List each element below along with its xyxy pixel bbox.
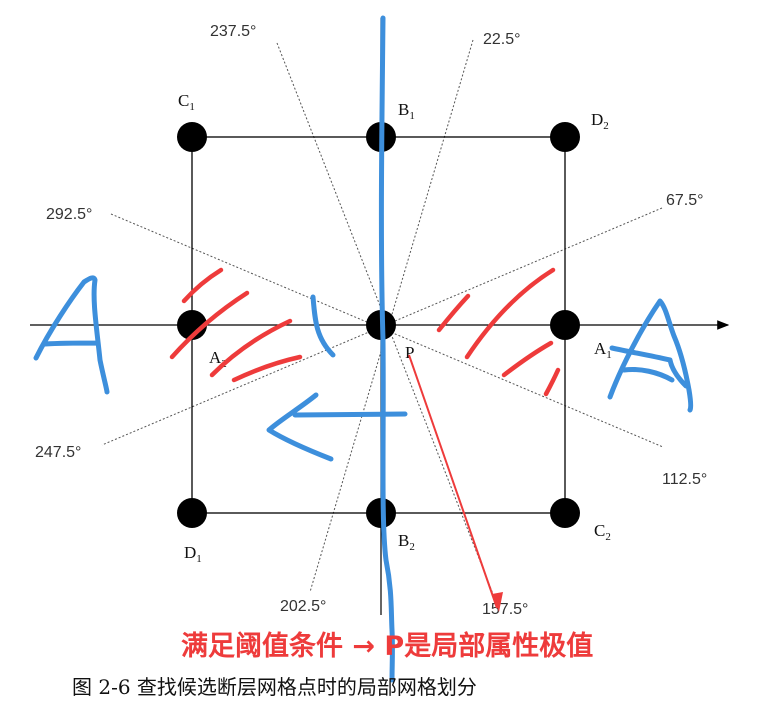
- angle-label-237: 237.5°: [210, 23, 256, 40]
- angle-label-67: 67.5°: [666, 192, 704, 209]
- red-hatch-right-1: [436, 293, 471, 333]
- red-hatch-right-2: [464, 267, 556, 360]
- point-d2: [550, 122, 580, 152]
- red-hatch-left-1: [181, 267, 224, 304]
- blue-letter-a-left: [33, 275, 110, 395]
- label-d2: D2: [591, 110, 609, 132]
- angle-label-202: 202.5°: [280, 598, 326, 615]
- label-p: P: [405, 343, 414, 362]
- red-hatch-left-4: [231, 354, 303, 383]
- label-a1: A1: [594, 339, 612, 361]
- blue-vertical-stroke: [378, 15, 395, 683]
- blue-small-bracket: [310, 294, 336, 358]
- angle-label-292: 292.5°: [46, 206, 92, 223]
- red-hatch-marks: [169, 267, 561, 397]
- blue-marker-strokes: [33, 15, 694, 683]
- direction-line-157-237: [276, 42, 494, 595]
- blue-letter-a-right: [607, 298, 694, 413]
- figure-caption: 图 2-6 查找候选断层网格点时的局部网格划分: [72, 675, 477, 699]
- point-d1: [177, 498, 207, 528]
- red-arrow-shaft: [408, 354, 498, 609]
- label-c2: C2: [594, 521, 611, 543]
- red-hatch-left-2: [169, 290, 250, 360]
- label-b2: B2: [398, 531, 415, 553]
- angle-label-247: 247.5°: [35, 444, 81, 461]
- point-a2: [177, 310, 207, 340]
- red-hatch-left-3: [209, 318, 293, 378]
- label-b1: B1: [398, 100, 415, 122]
- label-d1: D1: [184, 543, 202, 565]
- blue-left-arrow-shaft: [292, 411, 408, 418]
- blue-left-arrow-head: [266, 392, 334, 462]
- point-c1: [177, 122, 207, 152]
- red-hatch-right-3: [501, 340, 554, 378]
- point-c2: [550, 498, 580, 528]
- angle-label-22: 22.5°: [483, 31, 521, 48]
- angle-label-112: 112.5°: [662, 471, 707, 488]
- red-arrow: [408, 354, 503, 612]
- annotation-text: 满足阈值条件 → P是局部属性极值: [181, 630, 593, 662]
- angle-labels: 237.5° 22.5° 292.5° 67.5° 247.5° 112.5° …: [35, 23, 707, 618]
- label-c1: C1: [178, 91, 195, 113]
- red-arrow-tip: [492, 592, 503, 612]
- point-a1: [550, 310, 580, 340]
- angle-label-157: 157.5°: [482, 601, 528, 618]
- red-hatch-right-4: [543, 367, 561, 397]
